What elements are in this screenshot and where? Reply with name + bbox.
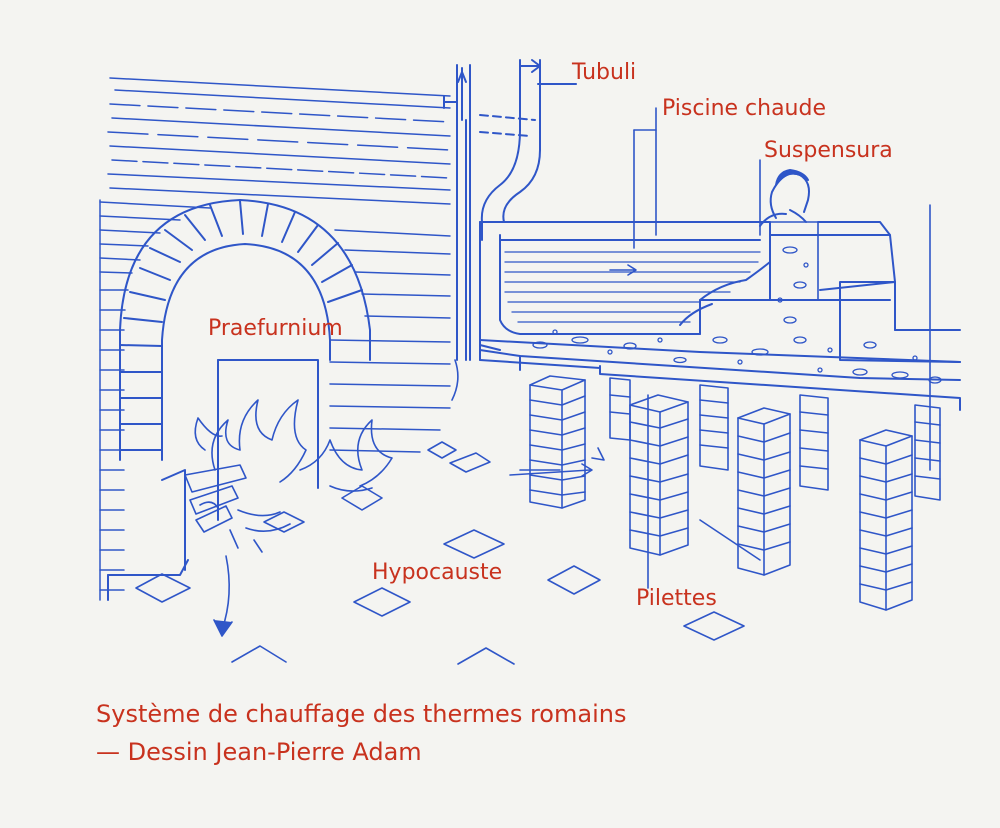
label-suspensura: Suspensura	[764, 138, 893, 163]
tubuli-wall	[443, 59, 577, 361]
suspensura-slab	[479, 246, 961, 411]
caption-line-1: Système de chauffage des thermes romains	[96, 700, 627, 728]
label-tubuli: Tubuli	[572, 60, 637, 85]
furnace-fire	[184, 399, 393, 553]
label-praefurnium: Praefurnium	[208, 316, 343, 341]
hot-pool	[479, 221, 961, 363]
label-hypocauste: Hypocauste	[372, 560, 503, 585]
heat-flow-arrows	[213, 264, 637, 637]
caption-line-2: — Dessin Jean-Pierre Adam	[96, 738, 422, 766]
label-leader-lines	[565, 83, 931, 589]
floor-tiles	[135, 441, 745, 665]
bather-figure	[679, 169, 810, 326]
pilettes	[529, 375, 941, 611]
label-pilettes: Pilettes	[636, 586, 717, 611]
label-piscine-chaude: Piscine chaude	[662, 96, 827, 121]
praefurnium-arch	[107, 199, 371, 601]
